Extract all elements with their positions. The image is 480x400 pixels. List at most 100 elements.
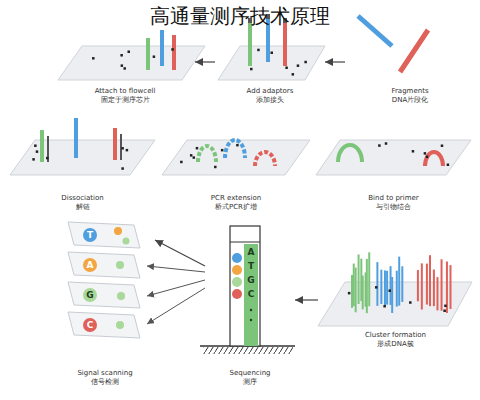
- cluster-strand: [436, 277, 438, 310]
- primer-strand: [120, 134, 122, 160]
- image-panel: [68, 252, 140, 278]
- bridge-arch: [425, 152, 443, 166]
- signal-spot: [114, 227, 122, 235]
- flowcell-plane: [10, 140, 155, 175]
- cluster-strand: [433, 270, 435, 307]
- flowcell-plane: [162, 140, 310, 175]
- cluster-strand: [362, 275, 364, 309]
- primer-dot: [424, 152, 427, 155]
- cluster-strand: [358, 254, 360, 304]
- primer-dot: [121, 167, 124, 170]
- signal-spot: [83, 288, 97, 302]
- flowcell-plane: [58, 46, 205, 80]
- primer-strand: [47, 136, 49, 162]
- primer-dot: [221, 149, 224, 152]
- bridge-arch: [198, 146, 216, 162]
- signal-spot: [116, 261, 124, 269]
- step-node: Signal scanning信号检测: [55, 218, 155, 388]
- step-name-zh: 与引物结合: [376, 203, 411, 211]
- step-name: Signal scanning: [77, 369, 132, 377]
- column-divider: [230, 242, 260, 243]
- cluster-strand: [366, 259, 368, 313]
- step-name-zh: 信号检测: [91, 378, 119, 386]
- step-name: Dissociation: [61, 194, 103, 202]
- image-panel: [68, 312, 140, 338]
- bridge-arch: [225, 140, 245, 158]
- ellipsis-dot: [250, 319, 252, 321]
- signal-spot: [83, 258, 97, 272]
- cluster-strand: [353, 264, 355, 307]
- step-name: PCR extension: [211, 194, 261, 202]
- primer-dot: [153, 55, 156, 58]
- step-name: Attach to flowcell: [95, 87, 156, 95]
- dna-fragment: [400, 30, 428, 72]
- primer-dot: [123, 67, 126, 70]
- step-name-zh: 测序: [243, 378, 257, 386]
- fluor-dot: [232, 289, 242, 299]
- primer-dot: [121, 64, 124, 67]
- primer-dot: [257, 49, 260, 52]
- signal-spot: [123, 238, 130, 245]
- step-node: FragmentsDNA片段化: [345, 8, 475, 106]
- flowcell-plane: [316, 140, 471, 175]
- step-name-zh: 桥式PCR扩增: [215, 203, 257, 211]
- base-letter: G: [247, 276, 254, 285]
- flow-arrow: [195, 61, 215, 62]
- flowcell-plane: [318, 282, 472, 326]
- primer-dot: [292, 73, 295, 76]
- flow-arrow: [155, 240, 205, 266]
- primer-dot: [412, 150, 415, 153]
- primer-dot: [285, 66, 288, 69]
- signal-spot: [83, 318, 97, 332]
- primer-dot: [447, 164, 450, 167]
- primer-dot: [46, 157, 49, 160]
- cluster-strand: [417, 270, 419, 301]
- signal-spot: [116, 321, 124, 329]
- growing-strand: [244, 244, 258, 346]
- primer-dot: [121, 147, 124, 150]
- dna-fragment: [146, 38, 150, 70]
- step-name-zh: 解链: [76, 203, 90, 211]
- primer-dot: [32, 158, 35, 161]
- signal-spot: [117, 292, 125, 300]
- bridge-arch: [338, 145, 362, 162]
- signal-letter: C: [87, 321, 94, 330]
- primer-dot: [171, 48, 174, 51]
- step-name: Cluster formation: [365, 331, 426, 339]
- primer-dot: [236, 144, 239, 147]
- step-node: Attach to flowcell固定于测序芯片: [55, 30, 195, 106]
- dna-fragment: [358, 16, 392, 46]
- primer-dot: [409, 301, 412, 304]
- step-node: Bind to primer与引物结合: [316, 118, 471, 213]
- step-node: Dissociation解链: [10, 118, 155, 213]
- primer-dot: [196, 147, 199, 150]
- step-name: Bind to primer: [368, 194, 418, 202]
- cluster-strand: [351, 275, 353, 308]
- signal-letter: A: [87, 261, 94, 270]
- cluster-strand: [355, 268, 357, 313]
- primer-dot: [443, 309, 446, 312]
- step-name: Fragments: [391, 87, 428, 95]
- bridge-arch: [255, 152, 275, 166]
- primer-dot: [426, 156, 429, 159]
- step-node: Sequencing测序: [205, 218, 295, 388]
- primer-dot: [36, 150, 39, 153]
- fluor-dot: [232, 253, 242, 263]
- dna-strand: [74, 118, 78, 158]
- primer-dot: [180, 161, 183, 164]
- primer-dot: [304, 61, 307, 64]
- cluster-strand: [398, 257, 400, 306]
- primer-dot: [297, 64, 300, 67]
- primer-dot: [127, 51, 130, 54]
- cluster-strand: [449, 265, 451, 309]
- primer-dot: [126, 149, 129, 152]
- ellipsis-dot: [250, 309, 252, 311]
- step-name-zh: DNA片段化: [392, 96, 428, 104]
- cluster-strand: [384, 270, 386, 306]
- base-letter: C: [248, 290, 255, 299]
- step-name-zh: 形成DNA簇: [377, 340, 413, 348]
- step-node: PCR extension桥式PCR扩增: [162, 118, 310, 213]
- cluster-strand: [376, 262, 378, 306]
- cluster-strand: [386, 271, 388, 305]
- ground-hatch: [203, 347, 293, 354]
